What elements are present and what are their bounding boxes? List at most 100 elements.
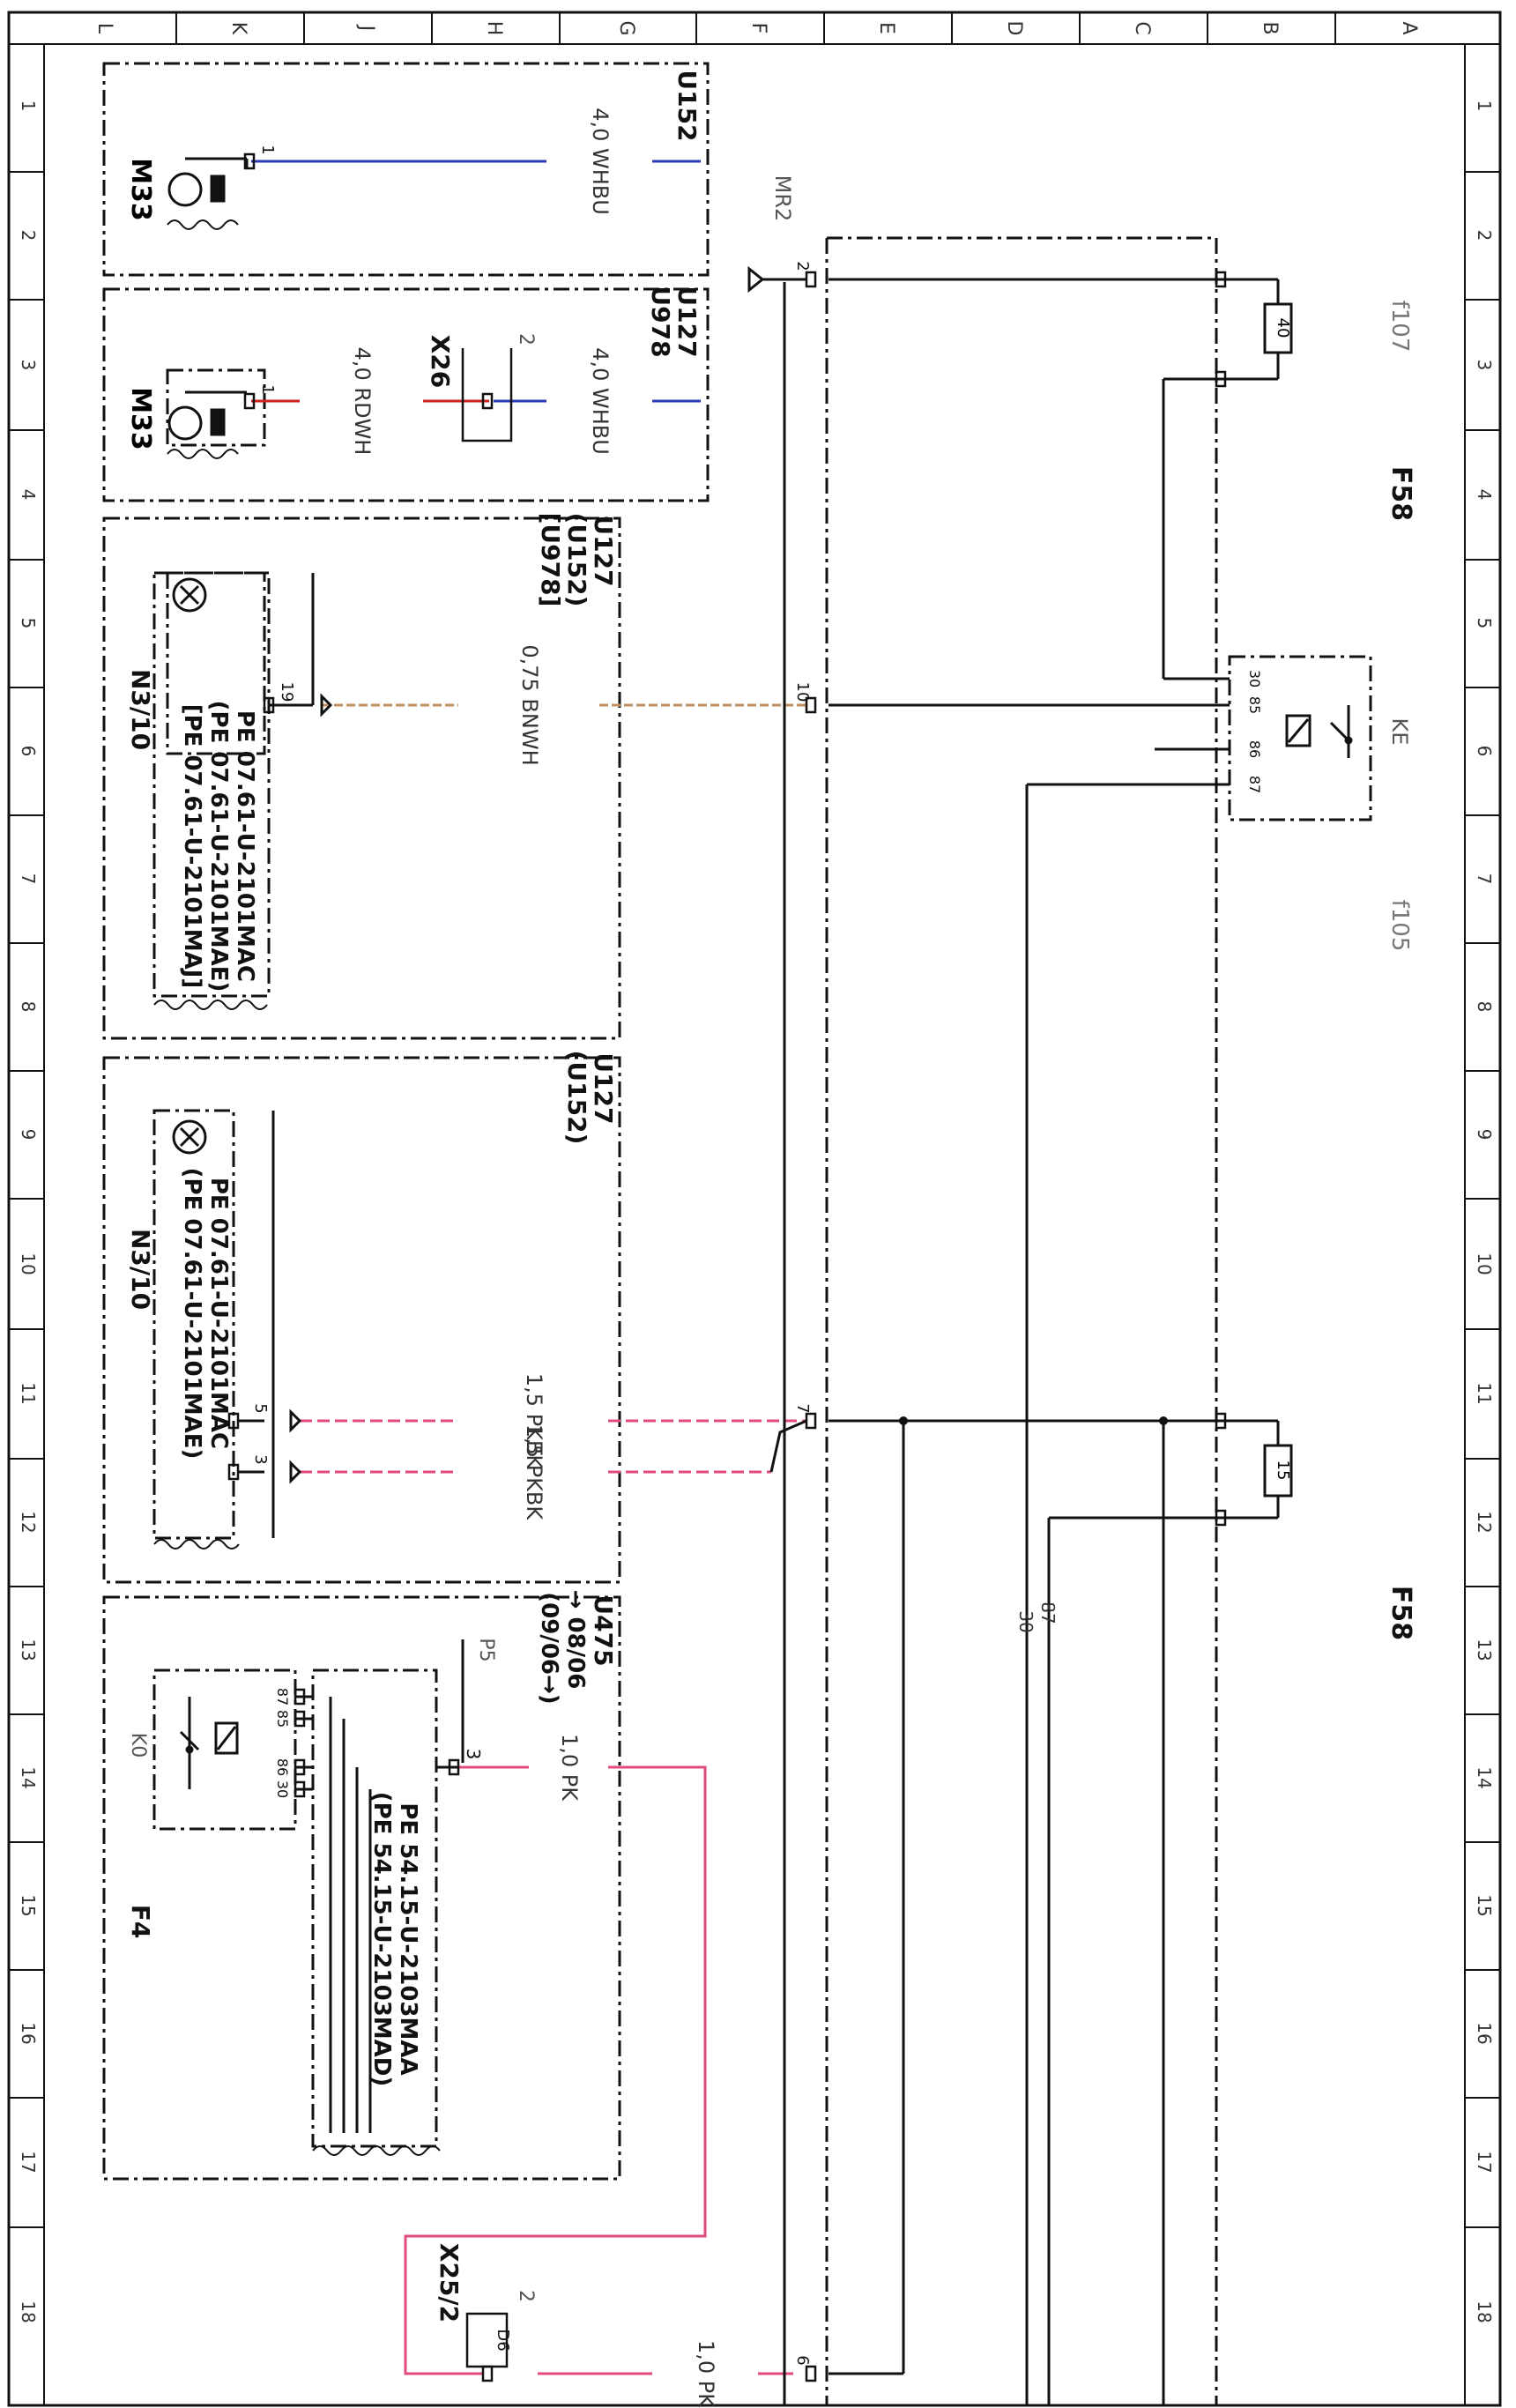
control-unit-symbols bbox=[172, 577, 207, 1155]
col-letter: L bbox=[93, 23, 115, 34]
ke-pin-85: 85 bbox=[1246, 696, 1263, 714]
wire-label-w1: 4,0 WHBU bbox=[588, 108, 613, 215]
col-letter: K bbox=[227, 22, 249, 35]
m33-label-lower: M33 bbox=[125, 387, 156, 450]
row-number: 11 bbox=[1474, 1382, 1495, 1404]
row-number: 2 bbox=[18, 230, 39, 242]
x25-pin: 2 bbox=[515, 2290, 537, 2302]
code-u978: U978 bbox=[646, 286, 675, 357]
row-number: 13 bbox=[1474, 1639, 1495, 1661]
motor-m33-top bbox=[167, 157, 249, 207]
row-number: 5 bbox=[18, 618, 39, 629]
wire-label-w2: 4,0 RDWH bbox=[350, 347, 375, 456]
code-u152: U152 bbox=[673, 70, 702, 141]
motor-m33-lower bbox=[167, 390, 247, 441]
connector-outlines bbox=[461, 348, 513, 2368]
row-number: 17 bbox=[18, 2151, 39, 2173]
row-number: 8 bbox=[1474, 1001, 1495, 1013]
d6-label: D6 bbox=[494, 2329, 512, 2351]
row-numbers: 1 1 2 2 3 3 4 4 5 5 6 6 7 7 8 8 9 9 10 1… bbox=[18, 100, 1495, 2323]
sheet-frame bbox=[7, 11, 1502, 2407]
junction-dots bbox=[899, 1416, 1168, 1425]
k0-pin-85: 85 bbox=[274, 1710, 291, 1728]
wire-label-w8: 1,0 PK bbox=[694, 2340, 718, 2408]
row-number: 6 bbox=[1474, 746, 1495, 757]
row-number: 10 bbox=[1474, 1252, 1495, 1275]
wire-label-w6: 1,5 PKBK bbox=[522, 1424, 546, 1520]
code-b3-2: [U978] bbox=[536, 513, 565, 607]
wire-label-w10: 87 bbox=[1037, 1602, 1059, 1624]
pin-markers bbox=[227, 152, 1227, 2382]
x26-label: X26 bbox=[426, 335, 455, 389]
row-number: 6 bbox=[18, 746, 39, 757]
row-number: 4 bbox=[18, 489, 39, 501]
row-number: 3 bbox=[1474, 360, 1495, 371]
col-letter: E bbox=[875, 22, 897, 34]
ke-relay-box bbox=[1228, 655, 1372, 821]
k0-pin-86: 86 bbox=[274, 1758, 291, 1776]
row-number: 16 bbox=[1474, 2022, 1495, 2044]
f4-label: F4 bbox=[126, 1905, 155, 1939]
row-number: 5 bbox=[1474, 618, 1495, 629]
code-b3-1: (U152) bbox=[562, 513, 591, 607]
row-number: 13 bbox=[18, 1639, 39, 1661]
box-n3-10-a bbox=[102, 517, 621, 1040]
ke-pin-30: 30 bbox=[1246, 670, 1263, 687]
col-letter: F bbox=[747, 23, 769, 34]
row-number: 15 bbox=[18, 1894, 39, 1916]
row-number: 10 bbox=[18, 1252, 39, 1275]
code-u127: U127 bbox=[673, 286, 702, 357]
n3-ref-b-0: PE 07.61-U-2101MAC bbox=[205, 1178, 232, 1449]
wires bbox=[238, 160, 1280, 2405]
k0-label: K0 bbox=[127, 1733, 149, 1758]
ke-pin-87: 87 bbox=[1246, 776, 1263, 793]
code-b4-0: U127 bbox=[589, 1052, 618, 1124]
row-number: 8 bbox=[18, 1001, 39, 1013]
row-number: 1 bbox=[1474, 100, 1495, 112]
col-letter: D bbox=[1003, 21, 1025, 36]
pin-19: 19 bbox=[278, 682, 296, 702]
f58-bottom-label: F58 bbox=[1386, 1586, 1416, 1640]
mr2-label: MR2 bbox=[770, 175, 795, 222]
n3-ref-b-1: (PE 07.61-U-2101MAE) bbox=[179, 1168, 205, 1460]
row-number: 14 bbox=[18, 1766, 39, 1788]
code-b5-2: (09/06→) bbox=[536, 1592, 562, 1704]
col-letter: B bbox=[1259, 21, 1281, 34]
row-number: 7 bbox=[18, 873, 39, 885]
p5-ref-0: PE 54.15-U-2103MAA bbox=[395, 1802, 421, 2075]
box-u127-u978 bbox=[102, 287, 710, 502]
x26-pin: 2 bbox=[515, 333, 537, 346]
pin-10: 10 bbox=[793, 682, 812, 702]
row-number: 17 bbox=[1474, 2151, 1495, 2173]
row-number: 14 bbox=[1474, 1766, 1495, 1788]
row-number: 9 bbox=[1474, 1129, 1495, 1141]
wire-label-w5: 1,5 PKBK bbox=[522, 1373, 546, 1469]
tear-lines bbox=[153, 219, 441, 2156]
code-b4-1: (U152) bbox=[562, 1051, 591, 1145]
f107-label: f107 bbox=[1386, 301, 1413, 353]
col-letter: C bbox=[1131, 21, 1153, 34]
pin-1b: 1 bbox=[258, 384, 277, 394]
code-b5-0: U475 bbox=[589, 1594, 618, 1666]
ke-relay bbox=[1285, 705, 1353, 758]
d6-box bbox=[465, 2312, 509, 2368]
fuse-40-label: 40 bbox=[1274, 318, 1292, 338]
code-b3-0: U127 bbox=[589, 515, 618, 586]
row-number: 11 bbox=[18, 1382, 39, 1404]
column-letters: L K J H G F E D C B A bbox=[93, 12, 1420, 44]
f58-top-label: F58 bbox=[1386, 466, 1416, 521]
pin-6: 6 bbox=[793, 2355, 812, 2365]
n3-ref-a-1: (PE 07.61-U-2101MAE) bbox=[205, 701, 232, 992]
row-number: 1 bbox=[18, 100, 39, 112]
col-letter: J bbox=[355, 24, 377, 32]
pin-1a: 1 bbox=[258, 145, 277, 154]
wire-label-w9: 30 bbox=[1015, 1610, 1037, 1632]
col-letter: G bbox=[615, 20, 637, 35]
row-number: 12 bbox=[1474, 1511, 1495, 1533]
k0-pin-87: 87 bbox=[274, 1688, 291, 1706]
row-number: 18 bbox=[1474, 2300, 1495, 2323]
wire-label-w7: 1,0 PK bbox=[557, 1734, 582, 1802]
row-number: 18 bbox=[18, 2300, 39, 2323]
p5-ref-1: (PE 54.15-U-2103MAD) bbox=[368, 1792, 395, 2087]
